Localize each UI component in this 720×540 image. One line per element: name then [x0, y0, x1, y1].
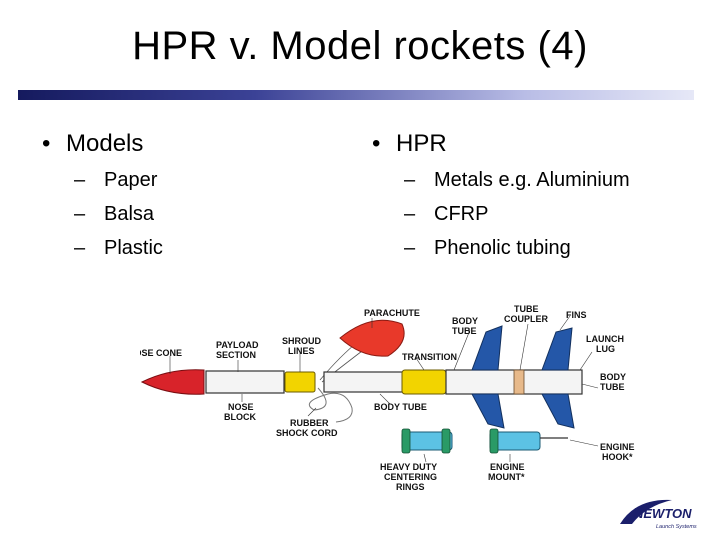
- payload-section-part: [205, 370, 285, 394]
- fin-part: [471, 393, 505, 429]
- centering-ring-part: [401, 428, 411, 454]
- models-item: – Balsa: [42, 203, 163, 226]
- models-column: • Models – Paper – Balsa – Plastic: [42, 130, 163, 260]
- label-engine-hook: ENGINE: [600, 442, 635, 452]
- hpr-heading: • HPR: [372, 130, 630, 158]
- label-nose-cone: NOSE CONE: [140, 348, 182, 358]
- dash-glyph: –: [74, 169, 86, 191]
- label-tube-coupler: TUBE: [514, 304, 539, 314]
- logo-tagline: Launch Systems: [656, 524, 697, 530]
- newton-logo: NEWTON Launch Systems: [620, 499, 697, 530]
- centering-ring-part: [489, 428, 499, 454]
- label-heavy-duty: CENTERING: [384, 472, 437, 482]
- label-nose-block: BLOCK: [224, 412, 256, 422]
- nose-cone-part: [140, 369, 205, 395]
- shock-cord-part: [308, 387, 353, 423]
- label-body-tube-top: TUBE: [452, 326, 477, 336]
- hpr-item-text: Phenolic tubing: [434, 237, 571, 259]
- label-launch-lug: LUG: [596, 344, 615, 354]
- title-divider: [18, 90, 694, 100]
- models-item-text: Plastic: [104, 237, 163, 259]
- body-tube-part: [323, 371, 405, 393]
- dash-glyph: –: [74, 203, 86, 225]
- label-engine-hook: HOOK*: [602, 452, 633, 462]
- fin-part: [541, 327, 573, 371]
- centering-ring-part: [441, 428, 451, 454]
- hpr-heading-text: HPR: [396, 130, 447, 157]
- hpr-item: – Metals e.g. Aluminium: [372, 169, 630, 192]
- label-body-tube-right: TUBE: [600, 382, 625, 392]
- models-item: – Paper: [42, 169, 163, 192]
- models-item: – Plastic: [42, 237, 163, 260]
- label-transition: TRANSITION: [402, 352, 457, 362]
- hpr-item: – Phenolic tubing: [372, 237, 630, 260]
- label-heavy-duty: HEAVY DUTY: [380, 462, 437, 472]
- bullet-glyph: •: [42, 130, 51, 157]
- dash-glyph: –: [404, 237, 416, 259]
- label-payload: SECTION: [216, 350, 256, 360]
- label-body-tube-right: BODY: [600, 372, 626, 382]
- hpr-item-text: Metals e.g. Aluminium: [434, 169, 630, 191]
- label-rubber: RUBBER: [290, 418, 329, 428]
- hpr-column: • HPR – Metals e.g. Aluminium – CFRP – P…: [372, 130, 630, 260]
- rocket-exploded-diagram: NOSE CONE PAYLOAD SECTION SHROUD LINES P…: [140, 304, 635, 492]
- label-shroud: LINES: [288, 346, 315, 356]
- label-fins: FINS: [566, 310, 587, 320]
- fin-part: [541, 393, 575, 429]
- parachute-part: [339, 319, 405, 357]
- hpr-item-text: CFRP: [434, 203, 489, 225]
- label-body-tube-bottom: BODY TUBE: [374, 402, 427, 412]
- label-engine-mount: ENGINE: [490, 462, 525, 472]
- label-payload: PAYLOAD: [216, 340, 259, 350]
- payload-coupler-part: [284, 371, 316, 393]
- models-item-text: Paper: [104, 169, 158, 191]
- label-nose-block: NOSE: [228, 402, 254, 412]
- label-parachute: PARACHUTE: [364, 308, 420, 318]
- label-heavy-duty: RINGS: [396, 482, 425, 492]
- transition-part: [401, 369, 447, 395]
- slide-title: HPR v. Model rockets (4): [132, 24, 588, 68]
- models-item-text: Balsa: [104, 203, 155, 225]
- bullet-glyph: •: [372, 130, 381, 157]
- label-engine-mount: MOUNT*: [488, 472, 525, 482]
- fin-part: [471, 325, 503, 371]
- logo-swoosh: [620, 499, 672, 524]
- logo-name: NEWTON: [634, 506, 692, 521]
- models-heading: • Models: [42, 130, 163, 158]
- dash-glyph: –: [404, 203, 416, 225]
- dash-glyph: –: [404, 169, 416, 191]
- hpr-item: – CFRP: [372, 203, 630, 226]
- label-shroud: SHROUD: [282, 336, 322, 346]
- label-tube-coupler: COUPLER: [504, 314, 549, 324]
- label-launch-lug: LAUNCH: [586, 334, 624, 344]
- models-heading-text: Models: [66, 130, 144, 157]
- label-rubber: SHOCK CORD: [276, 428, 338, 438]
- tube-coupler-part: [513, 369, 525, 395]
- label-body-tube-top: BODY: [452, 316, 478, 326]
- dash-glyph: –: [74, 237, 86, 259]
